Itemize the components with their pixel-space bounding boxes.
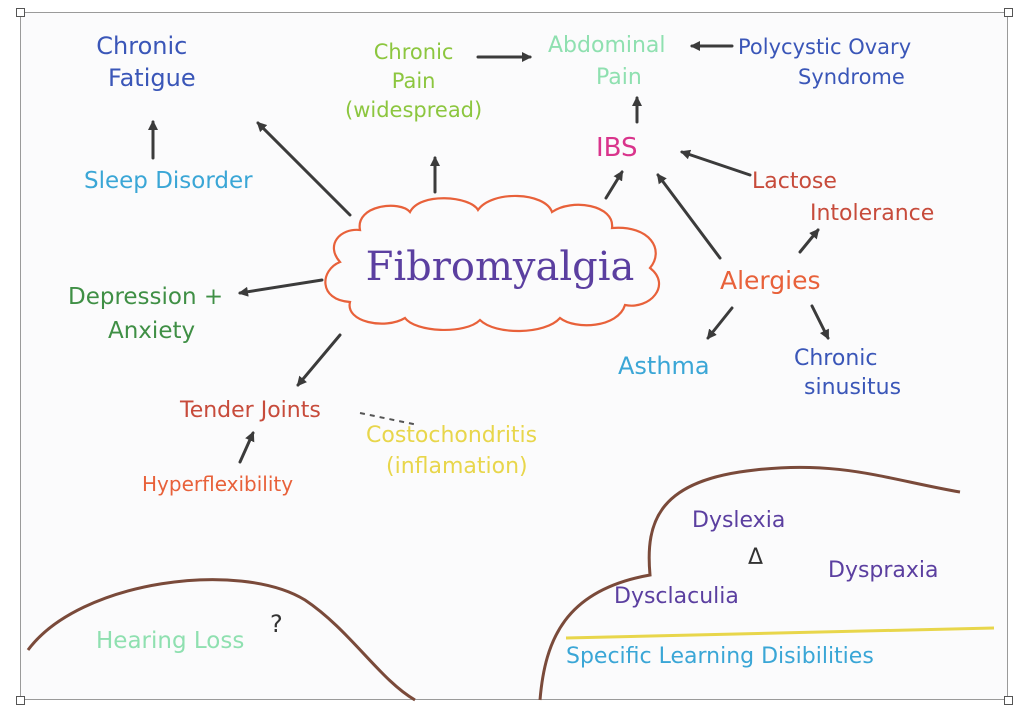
node-allergies: Alergies bbox=[720, 266, 821, 295]
arrow-to-chronic-fatigue bbox=[256, 121, 352, 217]
node-dyscalculia: Dysclaculia bbox=[614, 584, 739, 609]
resize-handle-top-left[interactable] bbox=[16, 8, 25, 17]
chronic-fatigue-line-1: Chronic bbox=[96, 32, 188, 60]
node-chronic-sinusitus: Chronic sinusitus bbox=[794, 344, 901, 402]
question-mark: ? bbox=[270, 610, 283, 638]
node-lactose-intolerance: Lactose Intolerance bbox=[752, 166, 934, 230]
arrow-to-depression bbox=[238, 278, 324, 297]
node-chronic-pain: Chronic Pain (widespread) bbox=[345, 38, 482, 125]
node-depression-anxiety: Depression + Anxiety bbox=[68, 280, 223, 348]
lactose-line-1: Lactose bbox=[752, 169, 837, 194]
abdominal-pain-line-1: Abdominal bbox=[548, 33, 666, 58]
resize-handle-bottom-left[interactable] bbox=[16, 696, 25, 705]
node-hearing-loss: Hearing Loss bbox=[96, 628, 245, 654]
node-costochondritis: Costochondritis (inflamation) bbox=[366, 420, 537, 482]
arrow-to-tender-joints bbox=[296, 333, 342, 387]
node-hyperflexibility: Hyperflexibility bbox=[142, 472, 294, 496]
costochondritis-line-1: Costochondritis bbox=[366, 423, 538, 448]
center-cloud-outline bbox=[324, 194, 661, 333]
pcos-line-1: Polycystic Ovary bbox=[738, 35, 912, 59]
arrow-lactose-to-ibs bbox=[680, 149, 752, 177]
arrow-allergies-to-lactose bbox=[798, 228, 820, 254]
chronic-pain-line-3: (widespread) bbox=[345, 98, 483, 122]
triangle-symbol: Δ bbox=[748, 545, 764, 570]
center-node-fibromyalgia: Fibromyalgia bbox=[365, 244, 635, 290]
arrow-to-ibs bbox=[604, 170, 624, 200]
arrow-allergies-to-ibs bbox=[656, 173, 722, 260]
node-dyspraxia: Dyspraxia bbox=[828, 558, 939, 583]
node-asthma: Asthma bbox=[618, 352, 710, 380]
chronic-fatigue-line-2: Fatigue bbox=[108, 64, 196, 92]
pcos-line-2: Syndrome bbox=[798, 65, 905, 89]
hearing-region-outline bbox=[26, 578, 416, 702]
abdominal-pain-line-2: Pain bbox=[596, 65, 642, 90]
arrow-allergies-to-asthma bbox=[706, 306, 734, 340]
depression-line-1: Depression + bbox=[68, 284, 224, 310]
node-ibs: IBS bbox=[596, 133, 638, 163]
node-tender-joints: Tender Joints bbox=[180, 398, 321, 423]
learning-underline bbox=[565, 626, 995, 640]
arrow-allergies-to-sinusitus bbox=[810, 304, 830, 340]
resize-handle-top-right[interactable] bbox=[1004, 8, 1013, 17]
node-sleep-disorder: Sleep Disorder bbox=[84, 168, 253, 194]
lactose-line-2: Intolerance bbox=[810, 201, 935, 226]
resize-handle-bottom-right[interactable] bbox=[1004, 696, 1013, 705]
sinusitus-line-1: Chronic bbox=[794, 346, 878, 371]
label-specific-learning-disabilities: Specific Learning Disibilities bbox=[566, 644, 874, 669]
chronic-pain-line-1: Chronic bbox=[373, 40, 454, 64]
depression-line-2: Anxiety bbox=[108, 318, 196, 344]
node-dyslexia: Dyslexia bbox=[692, 508, 786, 533]
arrow-hyper-to-tender bbox=[238, 431, 255, 464]
node-pcos: Polycystic Ovary Syndrome bbox=[738, 32, 911, 92]
costochondritis-line-2: (inflamation) bbox=[386, 454, 528, 479]
node-abdominal-pain: Abdominal Pain bbox=[548, 30, 666, 94]
learning-region-outline bbox=[538, 465, 961, 701]
sinusitus-line-2: sinusitus bbox=[804, 375, 902, 400]
node-chronic-fatigue: Chronic Fatigue bbox=[88, 30, 196, 94]
chronic-pain-line-2: Pain bbox=[391, 69, 436, 93]
diagram-page bbox=[20, 12, 1008, 700]
